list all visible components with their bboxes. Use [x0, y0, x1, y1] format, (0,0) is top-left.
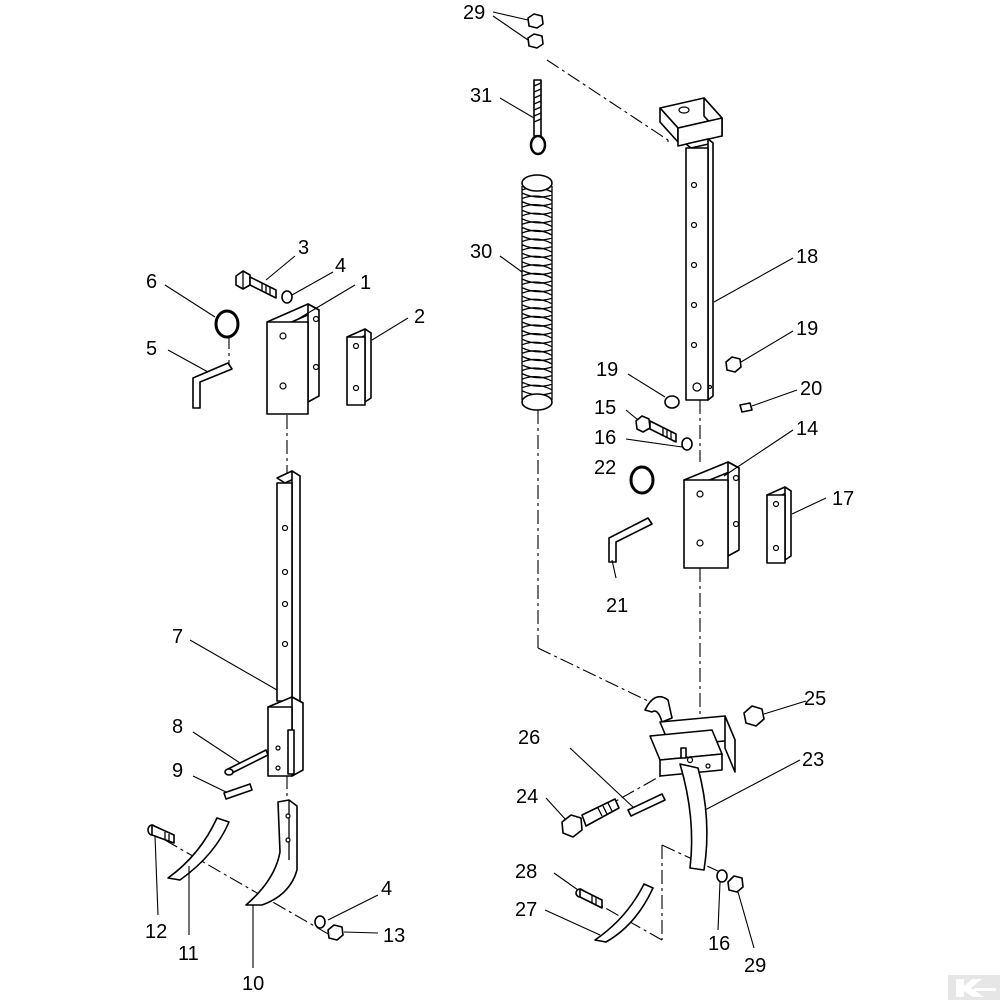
- pin-26: [627, 793, 666, 817]
- label-21: 21: [606, 595, 628, 617]
- lower-bracket-23: [644, 695, 736, 871]
- label-3: 3: [298, 237, 309, 259]
- grease-nipple-20: [739, 402, 753, 413]
- label-25: 25: [804, 688, 826, 710]
- label-30: 30: [470, 241, 492, 263]
- nut-13: [327, 924, 344, 941]
- nuts-29-top: [527, 13, 544, 49]
- washer-4-lower: [314, 915, 326, 929]
- label-29-lower: 29: [744, 955, 766, 977]
- label-29-top: 29: [463, 2, 485, 24]
- washer-16-lower: [716, 869, 728, 883]
- point-11: [167, 817, 230, 881]
- nut-29-lower: [727, 875, 744, 893]
- washer-16-upper: [681, 437, 693, 451]
- spring-30: [521, 174, 553, 411]
- label-5: 5: [146, 338, 157, 360]
- pin-5: [192, 362, 233, 409]
- label-19-right: 19: [796, 318, 818, 340]
- label-27: 27: [515, 899, 537, 921]
- washer-4-upper: [281, 290, 293, 304]
- label-20: 20: [800, 378, 822, 400]
- plate-17: [766, 486, 792, 564]
- label-10: 10: [242, 973, 264, 995]
- bushing-19-left: [664, 395, 680, 409]
- label-7: 7: [172, 626, 183, 648]
- label-24: 24: [516, 786, 538, 808]
- label-2: 2: [414, 306, 425, 328]
- label-4-upper: 4: [335, 255, 346, 277]
- label-12: 12: [145, 921, 167, 943]
- bushing-19-right: [725, 356, 742, 373]
- label-6: 6: [146, 271, 157, 293]
- plate-2: [346, 328, 372, 406]
- label-22: 22: [594, 457, 616, 479]
- ring-22: [629, 465, 655, 495]
- label-8: 8: [172, 716, 183, 738]
- label-9: 9: [172, 760, 183, 782]
- label-11: 11: [178, 943, 199, 965]
- arm-18: [659, 97, 723, 401]
- label-26: 26: [518, 727, 540, 749]
- label-17: 17: [832, 488, 854, 510]
- point-27: [594, 883, 654, 943]
- bolt-15: [635, 415, 677, 443]
- shank-7: [267, 470, 304, 777]
- label-13: 13: [383, 925, 405, 947]
- brand-logo: [948, 975, 1000, 1000]
- eye-bolt-31: [529, 79, 547, 156]
- bolt-12: [147, 824, 175, 844]
- bolt-24: [561, 798, 620, 838]
- bracket-plate-1: [266, 303, 320, 415]
- label-14: 14: [796, 418, 818, 440]
- label-16-upper: 16: [594, 427, 616, 449]
- leader-lines: [154, 11, 827, 968]
- tine-10: [245, 799, 298, 906]
- nut-25: [743, 705, 765, 727]
- bracket-plate-14: [683, 461, 740, 569]
- pin-9: [223, 783, 253, 800]
- label-31: 31: [470, 85, 492, 107]
- label-23: 23: [802, 749, 824, 771]
- bolt-28: [575, 888, 603, 909]
- label-15: 15: [594, 397, 616, 419]
- label-1: 1: [360, 272, 371, 294]
- bolt-3: [235, 270, 277, 299]
- label-28: 28: [515, 861, 537, 883]
- label-4-lower: 4: [381, 878, 392, 900]
- ring-6: [214, 309, 240, 339]
- label-16-lower: 16: [708, 933, 730, 955]
- pin-21: [608, 517, 653, 563]
- part-labels: 1 2 3 4 5 6 7 8 9 10 11 12 13 4 14 15 16…: [145, 2, 854, 995]
- label-19-left: 19: [596, 359, 618, 381]
- label-18: 18: [796, 246, 818, 268]
